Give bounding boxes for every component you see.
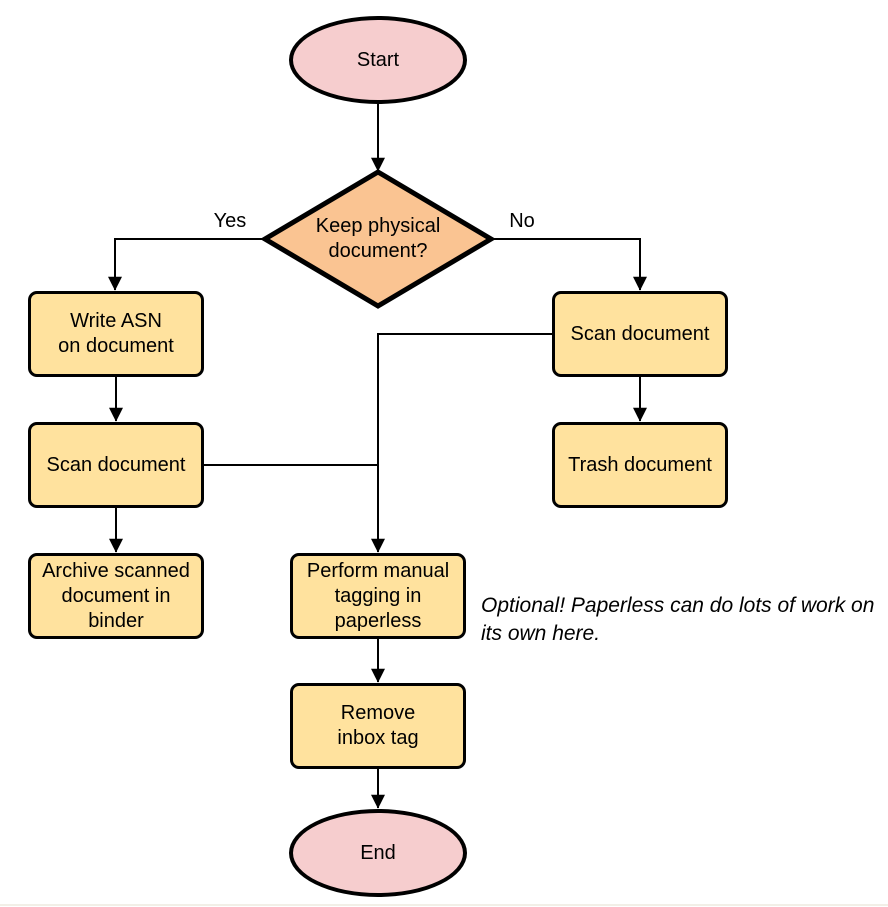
decision-label-line: Keep physical: [315, 215, 441, 237]
decision-label-line: document?: [328, 240, 428, 262]
decision-diamond-shape: [260, 169, 496, 309]
edge-decision-yes-to-write-asn: [108, 238, 266, 291]
edge-label-yes: Yes: [213, 210, 247, 232]
edge-label-no: No: [509, 210, 535, 232]
node-manual-tagging-line: tagging in: [334, 584, 422, 607]
node-write-asn-line: on document: [58, 335, 174, 357]
optional-note-line: Optional! Paperless can do lots of work …: [481, 594, 875, 617]
window-bottom-edge: [0, 904, 888, 906]
node-remove-inbox-tag: Remove inbox tag: [290, 683, 466, 769]
node-archive-binder: Archive scanned document in binder: [28, 553, 204, 639]
node-scan-document-right: Scan document: [552, 291, 728, 377]
edge-decision-no-to-scan-right: [490, 238, 647, 291]
node-decision-label: Keep physical document?: [268, 214, 488, 264]
node-write-asn-line: Write ASN: [70, 310, 162, 332]
optional-note-line: its own here.: [481, 622, 601, 645]
node-end: End: [289, 809, 467, 897]
node-scan-document-left-label: Scan document: [46, 453, 186, 476]
node-archive-binder-line: Archive scanned: [42, 559, 190, 582]
node-manual-tagging-line: Perform manual: [306, 559, 450, 582]
node-start: Start: [289, 16, 467, 104]
node-remove-inbox-tag-line: Remove: [340, 702, 416, 724]
optional-note: Optional! Paperless can do lots of work …: [481, 592, 874, 648]
node-scan-document-right-label: Scan document: [570, 322, 710, 345]
edge-scan-right-to-tagging: [371, 333, 552, 553]
node-remove-inbox-tag-line: inbox tag: [337, 727, 419, 749]
node-archive-binder-line: binder: [88, 609, 144, 632]
node-write-asn: Write ASN on document: [28, 291, 204, 377]
node-trash-document: Trash document: [552, 422, 728, 508]
node-start-label: Start: [356, 48, 400, 71]
node-archive-binder-line: document in: [61, 584, 171, 607]
node-trash-document-label: Trash document: [568, 453, 712, 476]
node-end-label: End: [360, 841, 396, 864]
node-scan-document-left: Scan document: [28, 422, 204, 508]
node-manual-tagging-line: paperless: [334, 609, 422, 632]
node-manual-tagging: Perform manual tagging in paperless: [290, 553, 466, 639]
